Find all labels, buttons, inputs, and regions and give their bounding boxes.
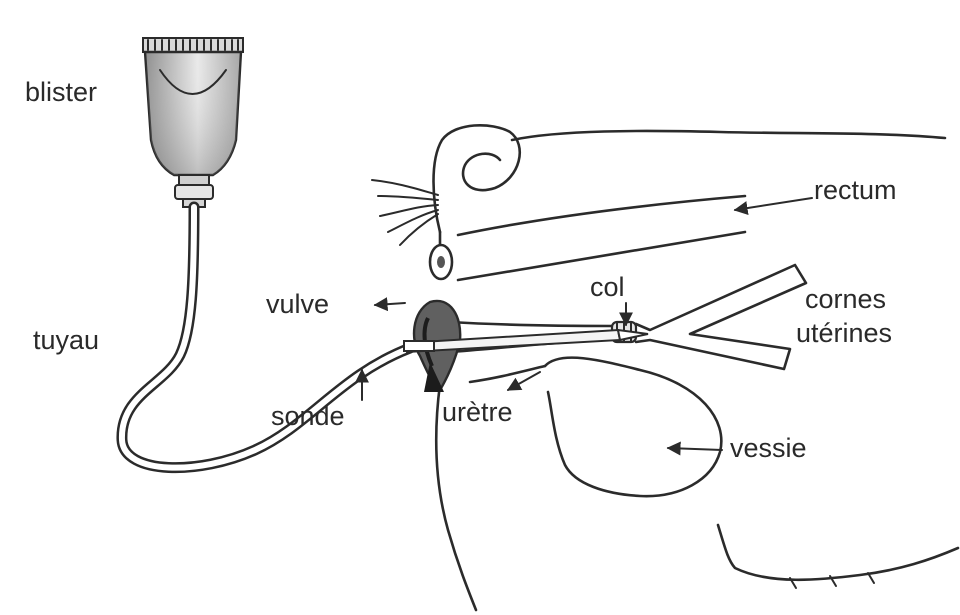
- label-sonde: sonde: [271, 401, 345, 431]
- label-vulve: vulve: [266, 289, 329, 319]
- blister-bag: [143, 38, 243, 207]
- rectum: [430, 196, 745, 280]
- label-cornes-line2: utérines: [796, 318, 892, 348]
- vessie-arrow: [668, 448, 722, 450]
- label-tuyau: tuyau: [33, 325, 99, 355]
- label-vessie: vessie: [730, 433, 807, 463]
- label-cornes-line1: cornes: [805, 284, 886, 314]
- tube: [122, 207, 410, 468]
- label-col: col: [590, 272, 625, 302]
- label-uretre: urètre: [442, 397, 513, 427]
- vulve-arrow: [375, 303, 405, 305]
- rectum-arrow: [735, 198, 812, 210]
- label-rectum: rectum: [814, 175, 897, 205]
- label-blister: blister: [25, 77, 97, 107]
